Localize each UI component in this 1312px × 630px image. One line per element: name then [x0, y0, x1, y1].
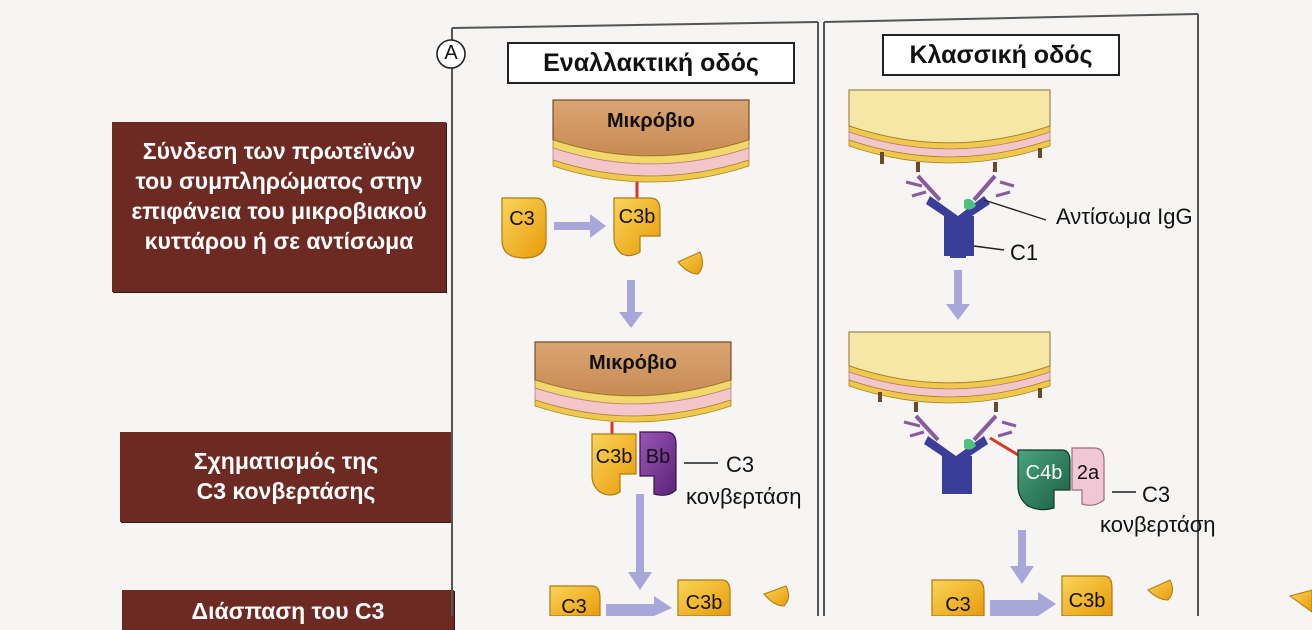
step-convertase-line-1: Σχηματισμός της: [193, 448, 379, 474]
classical-down-arrow-1: [946, 270, 970, 320]
c3-molecule-bottom-alt: [549, 585, 601, 616]
microbe-label-1: Μικρόβιο: [607, 110, 695, 132]
c4b-tether: [989, 436, 1021, 458]
c3-molecule-1: [501, 197, 547, 259]
c3b-molecule-1: [613, 197, 661, 257]
panel-marker-circle: [436, 39, 466, 69]
bb-label: Bb: [645, 446, 671, 468]
alt-convertase-word-label: κονβερτάση: [686, 484, 802, 509]
pathway-diagram: [436, 13, 1312, 616]
c3b-label-bottom-classical: C3b: [1068, 590, 1106, 612]
c4b-label: C4b: [1025, 462, 1063, 484]
classical-cell-2: [848, 331, 1051, 412]
step-binding-line-2: του συμπληρώματος στην: [135, 168, 423, 194]
c3b-molecule-bottom-alt: [677, 579, 731, 616]
diagram-stage: Σύνδεση των πρωτεϊνών του συμπληρώματος …: [112, 13, 1312, 630]
step-binding-line-4: κυττάρου ή σε αντίσωμα: [144, 228, 414, 254]
alt-down-arrow-1: [619, 280, 643, 328]
c3-molecule-bottom-classical: [931, 579, 985, 616]
c3b-label-2: C3b: [595, 446, 633, 468]
classical-panel-frame: [823, 13, 1199, 616]
c3b-molecule-bottom-classical: [1061, 575, 1113, 616]
microbe-membrane-1: [552, 99, 750, 183]
c3a-fragment-bottom-classical: [1147, 579, 1174, 601]
step-convertase-line-2: C3 κονβερτάσης: [196, 478, 376, 504]
antibody-label: Αντίσωμα IgG: [1056, 204, 1193, 229]
c3b-label-1: C3b: [618, 206, 656, 228]
antibody-pointer: [983, 199, 1047, 221]
classical-cell-1: [848, 89, 1051, 172]
c2a-molecule: [1071, 447, 1105, 506]
arrow-c3-to-c3b-bottom-classical: [990, 592, 1056, 616]
step-binding-box: Σύνδεση των πρωτεϊνών του συμπληρώματος …: [112, 122, 446, 292]
alternative-panel-frame: [451, 21, 819, 616]
c3-label-1: C3: [509, 208, 535, 230]
c3b-molecule-2: [591, 433, 637, 496]
classical-pathway-title: Κλασσική οδός: [882, 34, 1120, 76]
c1-pointer: [973, 245, 1005, 251]
c3a-fragment-1: [677, 251, 704, 275]
c4b-molecule: [1017, 449, 1071, 511]
antibody-c1-complex-2: [903, 414, 1017, 494]
classical-convertase-c3-label: C3: [1142, 482, 1171, 507]
classical-down-arrow-2: [1010, 530, 1034, 584]
antibody-c1-complex-1: [905, 174, 1015, 258]
alt-down-arrow-2: [628, 494, 652, 590]
c3b-label-bottom-alt: C3b: [685, 592, 723, 614]
microbe-membrane-2: [534, 341, 732, 423]
bb-molecule: [639, 431, 677, 496]
alternative-pathway-title: Εναλλακτική οδός: [507, 42, 795, 84]
c3a-fragment-bottom-alt: [763, 585, 790, 607]
step-convertase-box: Σχηματισμός της C3 κονβερτάσης: [120, 432, 452, 522]
partial-fragment-right-edge: [1288, 589, 1312, 613]
step-binding-line-3: επιφάνεια του μικροβιακού: [131, 198, 427, 224]
alt-convertase-c3-label: C3: [726, 452, 755, 477]
c3-label-bottom-alt: C3: [561, 596, 587, 618]
c1-label: C1: [1010, 240, 1039, 265]
arrow-c3-to-c3b-1: [554, 214, 606, 238]
panel-marker-letter: A: [444, 42, 458, 64]
microbe-label-2: Μικρόβιο: [589, 352, 677, 374]
classical-convertase-word-label: κονβερτάση: [1100, 512, 1216, 537]
arrow-c3-to-c3b-bottom-alt: [606, 596, 672, 616]
step-binding-line-1: Σύνδεση των πρωτεϊνών: [142, 138, 416, 164]
c2a-label: 2a: [1076, 462, 1100, 484]
c3-label-bottom-classical: C3: [945, 594, 971, 616]
